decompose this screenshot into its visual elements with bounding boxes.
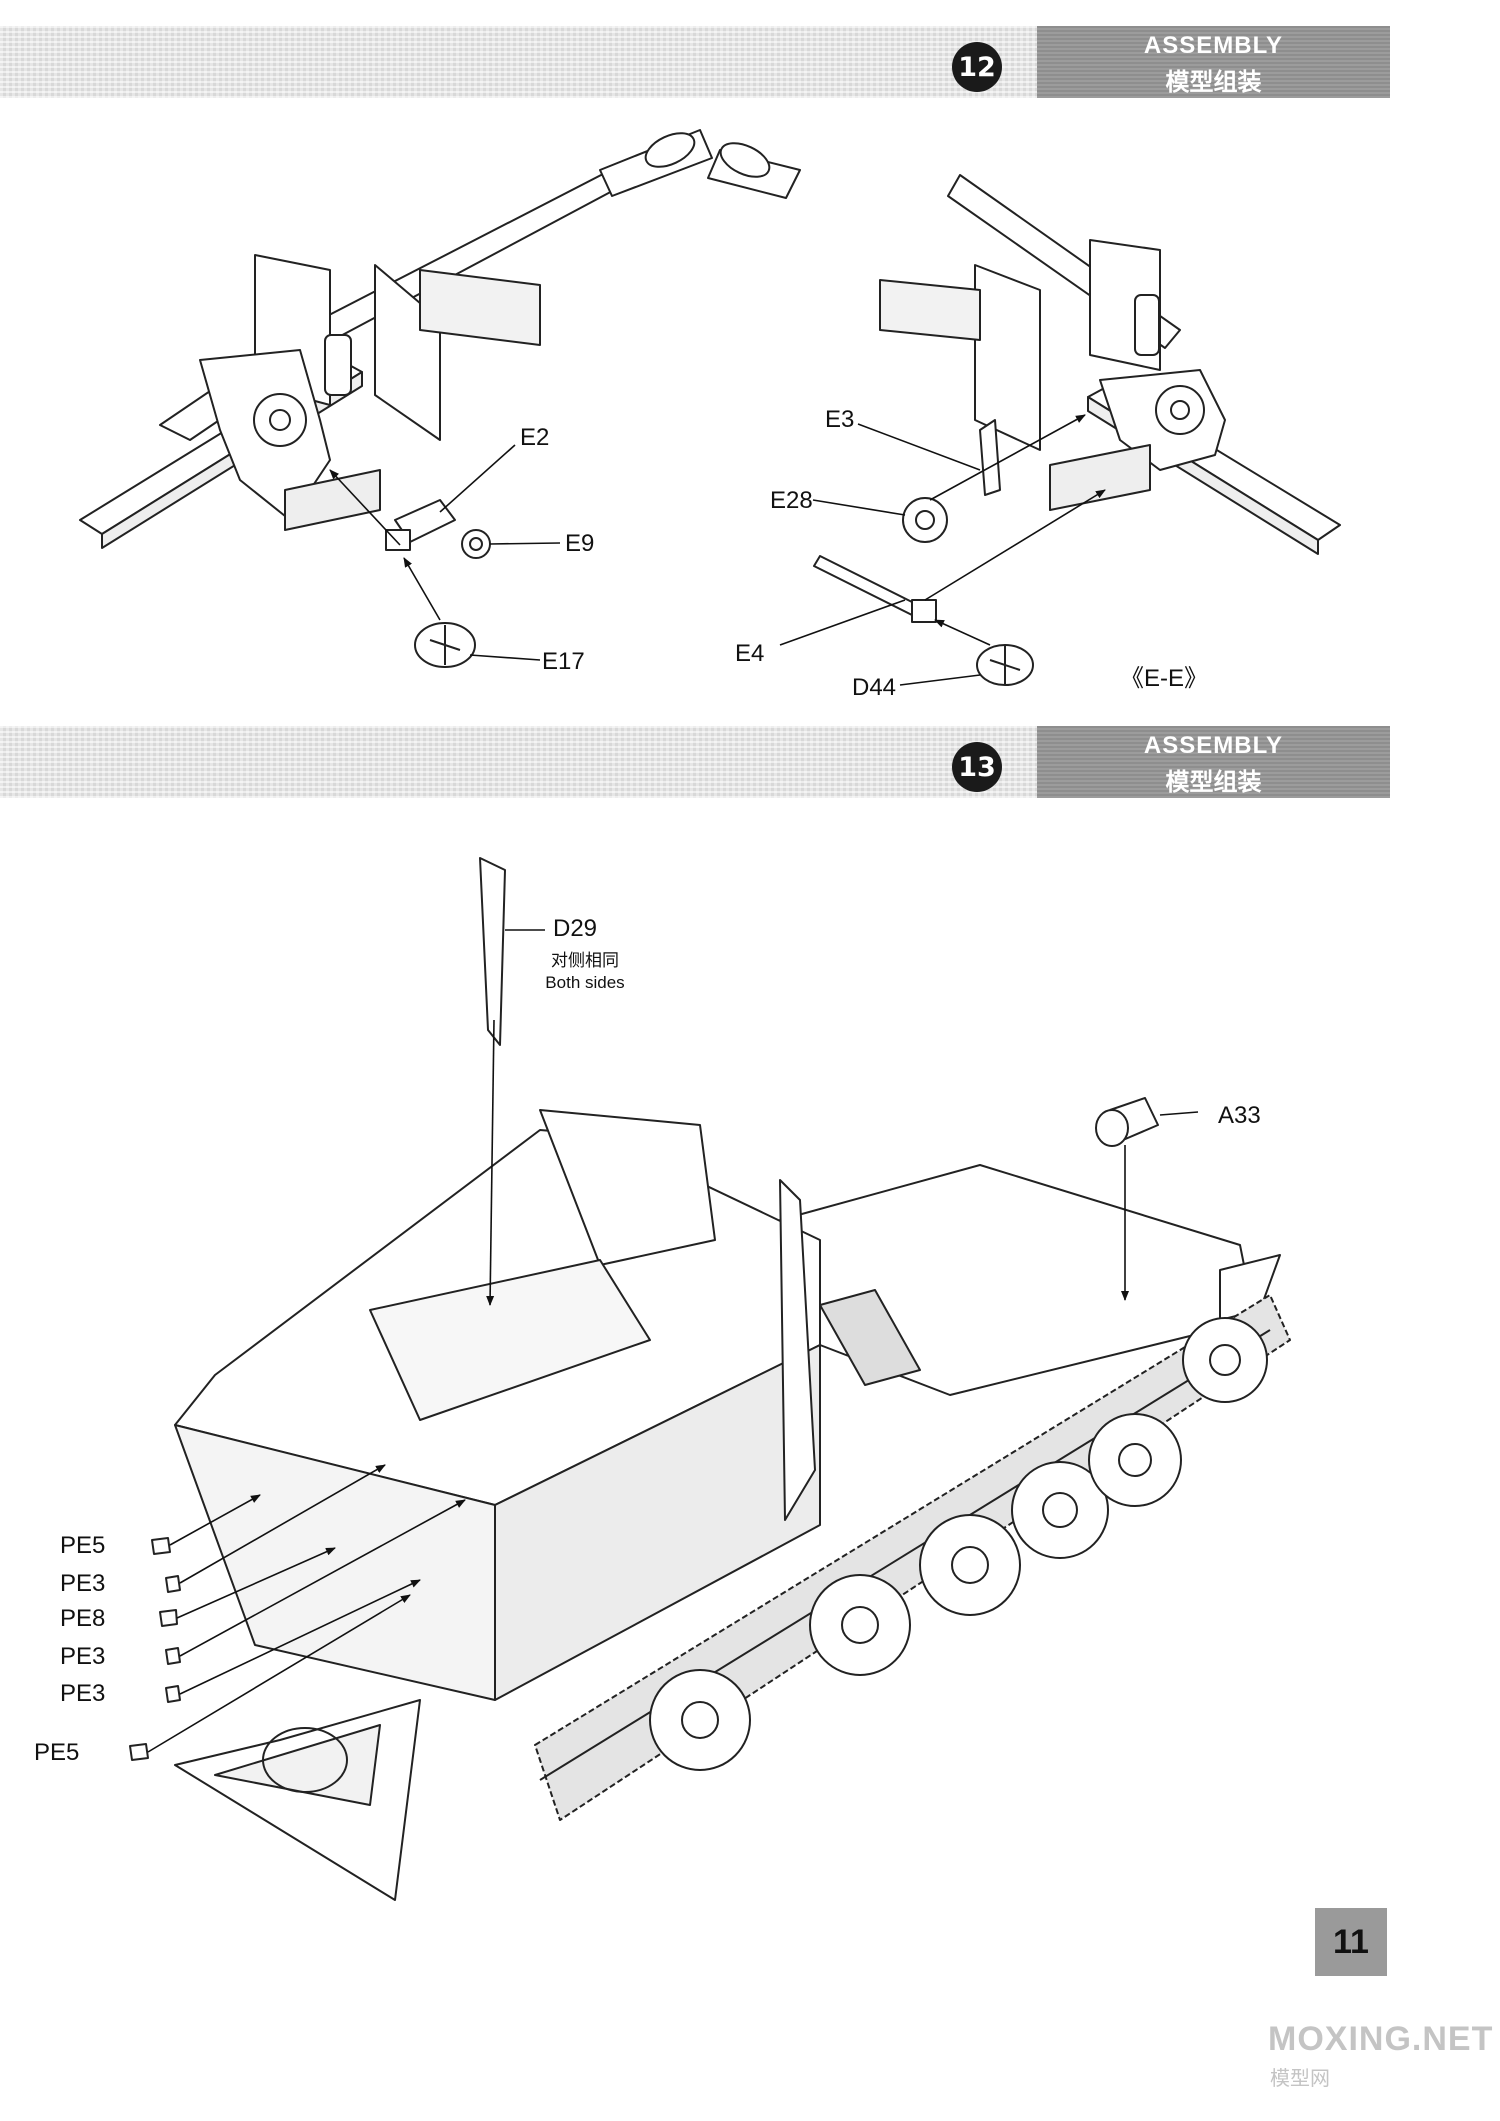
step-13-header-band: [0, 726, 1040, 798]
label-pe3-third: PE3: [60, 1680, 106, 1707]
page-number: 11: [1315, 1908, 1387, 1976]
step-12-title: ASSEMBLY 模型组装: [1037, 26, 1390, 98]
gun-assembly-right-drawing: [707, 142, 1341, 555]
label-d44: D44: [852, 674, 897, 701]
gun-assembly-left-drawing: [79, 129, 713, 549]
label-pe5-top: PE5: [60, 1532, 106, 1559]
label-a33: A33: [1218, 1102, 1261, 1129]
pe-parts: [129, 1537, 181, 1761]
both-sides-note: 对侧相同 Both sides: [530, 950, 640, 994]
step-13-title-en: ASSEMBLY: [1143, 732, 1284, 759]
part-d29-shape: [479, 857, 506, 1046]
step-12-header-band: [0, 26, 1040, 98]
step-13-number: 13: [952, 742, 1002, 792]
step-12-number: 12: [952, 42, 1002, 92]
step-13-title-cn: 模型组装: [1165, 769, 1262, 796]
label-d29: D29: [553, 915, 598, 942]
label-e17: E17: [542, 648, 585, 675]
label-e2: E2: [520, 424, 550, 451]
watermark-logo-sub: 模型网: [1270, 2068, 1330, 2090]
step-13-title: ASSEMBLY 模型组装: [1037, 726, 1390, 798]
label-pe8: PE8: [60, 1605, 106, 1632]
both-sides-note-en: Both sides: [545, 973, 625, 992]
label-e9: E9: [565, 530, 595, 557]
label-pe3-first: PE3: [60, 1570, 106, 1597]
part-e2-bracket: [385, 529, 411, 551]
both-sides-note-cn: 对侧相同: [551, 951, 619, 970]
label-pe3-second: PE3: [60, 1643, 106, 1670]
label-pe5-bottom: PE5: [34, 1739, 80, 1766]
part-a33-shape: [1095, 1097, 1159, 1147]
label-e3: E3: [825, 406, 855, 433]
part-e4-shape: [813, 555, 921, 617]
label-e28: E28: [770, 487, 813, 514]
part-e9-shape: [461, 529, 491, 559]
part-e3-shape: [979, 419, 1001, 496]
label-e4: E4: [735, 640, 765, 667]
watermark-logo-text: MOXING.NET: [1268, 2020, 1494, 2058]
step-12-title-en: ASSEMBLY: [1143, 32, 1284, 59]
variant-label: 《E-E》: [1120, 665, 1209, 692]
road-wheels: [649, 1317, 1268, 1771]
step-12-title-cn: 模型组装: [1165, 69, 1262, 96]
